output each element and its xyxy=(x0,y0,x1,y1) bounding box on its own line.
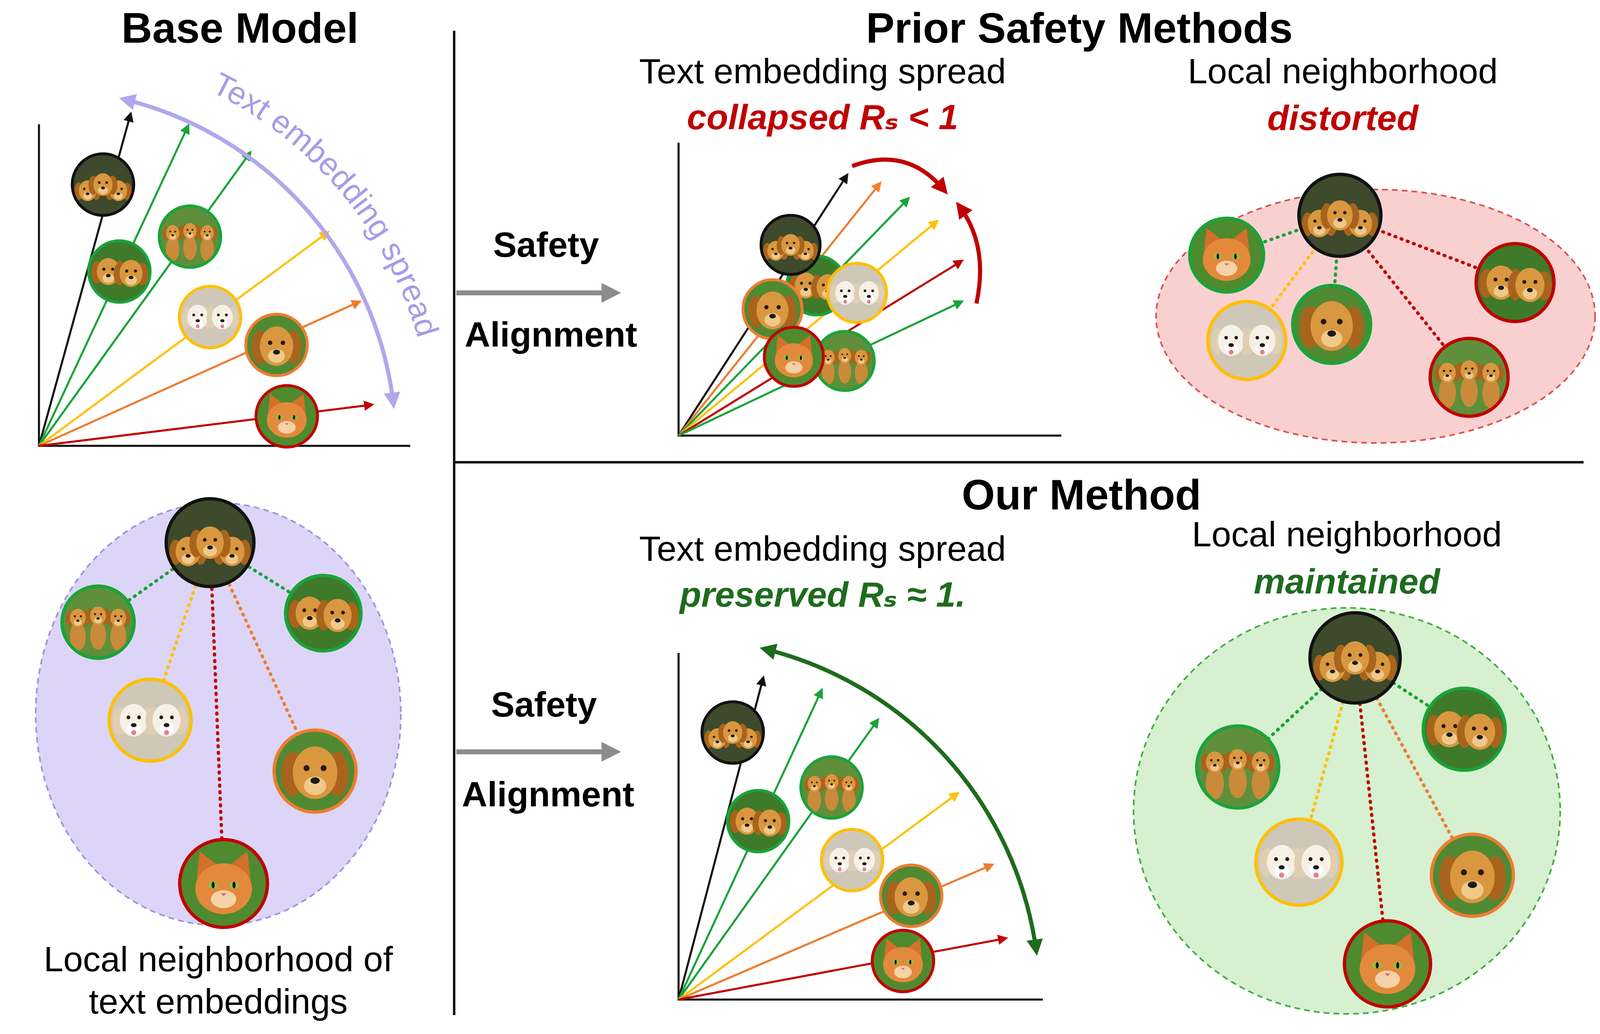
image-thumbnail xyxy=(701,701,764,764)
neighborhood-region: Local neighborhooddistorted xyxy=(1155,188,1596,444)
image-thumbnail xyxy=(1255,819,1342,906)
curved-label-text: Text embedding spread xyxy=(207,65,446,341)
image-thumbnail xyxy=(285,575,362,652)
process-arrow xyxy=(456,290,614,296)
image-thumbnail xyxy=(274,730,357,813)
embedding-vector xyxy=(678,793,958,1000)
image-thumbnail xyxy=(821,829,883,892)
region-heading-holder: Local neighborhood xyxy=(1187,50,1498,93)
image-thumbnail xyxy=(179,839,268,928)
image-thumbnail xyxy=(1423,688,1506,771)
panel-title: Our Method xyxy=(961,469,1201,521)
arrow-label: Safety xyxy=(491,683,597,726)
embedding-vector xyxy=(678,198,908,436)
region-status: distorted xyxy=(1267,96,1419,140)
image-thumbnail xyxy=(1476,243,1555,322)
plot-axes xyxy=(678,142,1062,436)
embedding-vector xyxy=(38,126,188,446)
region-status-holder: distorted xyxy=(1267,96,1419,140)
embedding-vector xyxy=(678,690,822,1000)
image-thumbnail xyxy=(1431,834,1514,917)
process-arrow xyxy=(456,749,614,755)
region-heading: Local neighborhood xyxy=(1191,513,1502,556)
image-thumbnail xyxy=(179,286,241,348)
neighborhood-region: Local neighborhood of text embeddings xyxy=(34,501,403,927)
arrow-label: Safety xyxy=(493,223,599,266)
image-thumbnail xyxy=(761,215,821,275)
embedding-vector xyxy=(38,153,250,446)
embedding-vector xyxy=(678,301,962,436)
panel-title-holder: Prior Safety Methods xyxy=(866,2,1293,54)
arrow-label-holder: Safety xyxy=(493,223,599,266)
image-thumbnail xyxy=(159,205,221,268)
collapse-arrow xyxy=(960,207,981,304)
image-thumbnail xyxy=(72,153,134,216)
collapse-arrow xyxy=(852,159,944,190)
image-thumbnail xyxy=(1430,338,1509,417)
image-thumbnail xyxy=(800,756,863,819)
image-thumbnail xyxy=(1207,301,1286,380)
metric-value-holder: collapsed Rₛ < 1 xyxy=(686,96,958,139)
image-thumbnail xyxy=(764,327,824,387)
neighborhood-ellipse xyxy=(34,501,403,927)
curved-label: Text embedding spread xyxy=(207,65,446,341)
image-thumbnail xyxy=(61,586,135,659)
image-thumbnail xyxy=(109,679,192,762)
image-thumbnail xyxy=(256,385,318,448)
neighbor-link xyxy=(210,542,224,884)
image-thumbnail xyxy=(827,263,887,323)
image-thumbnail xyxy=(1298,174,1381,257)
neighborhood-region: Local neighborhoodmaintained xyxy=(1132,607,1562,1015)
metric-caption: Text embedding spread xyxy=(639,527,1006,570)
image-thumbnail xyxy=(727,790,789,853)
region-status-holder: maintained xyxy=(1253,560,1440,603)
image-thumbnail xyxy=(1292,285,1371,364)
image-thumbnail xyxy=(1309,612,1401,704)
metric-caption: Text embedding spread xyxy=(639,50,1006,93)
region-heading-holder: Local neighborhood xyxy=(1191,513,1502,556)
image-thumbnail xyxy=(1189,218,1264,293)
spread-arc xyxy=(765,649,1036,950)
embedding-vector xyxy=(38,404,372,446)
arrow-label-holder: Alignment xyxy=(464,313,638,356)
panel-divider xyxy=(452,30,456,1016)
image-thumbnail xyxy=(166,498,254,587)
plot-axes xyxy=(678,653,1043,1000)
neighborhood-outline xyxy=(1133,608,1561,1015)
panel-title-holder: Our Method xyxy=(961,469,1201,521)
metric-value: preserved Rₛ ≈ 1. xyxy=(679,573,966,616)
region-status: maintained xyxy=(1253,560,1440,603)
arrow-label-holder: Alignment xyxy=(461,773,635,816)
region-heading-holder: Local neighborhood of text embeddings xyxy=(26,938,411,1023)
region-heading: Local neighborhood of text embeddings xyxy=(26,938,411,1023)
panel-title: Base Model xyxy=(121,2,359,54)
arrow-label: Alignment xyxy=(461,773,635,816)
arrow-label-holder: Safety xyxy=(491,683,597,726)
image-thumbnail xyxy=(1344,921,1431,1008)
image-thumbnail xyxy=(88,240,151,303)
image-thumbnail xyxy=(872,930,934,992)
neighborhood-ellipse xyxy=(1155,188,1596,444)
metric-value: collapsed Rₛ < 1 xyxy=(686,96,958,139)
metric-caption-holder: Text embedding spread xyxy=(639,527,1006,570)
arrow-label: Alignment xyxy=(464,313,638,356)
image-thumbnail xyxy=(1196,726,1279,809)
image-thumbnail xyxy=(880,865,942,927)
image-thumbnail xyxy=(245,314,308,376)
panel-title: Prior Safety Methods xyxy=(866,2,1293,54)
spread-arc xyxy=(125,99,394,403)
region-heading: Local neighborhood xyxy=(1187,50,1498,93)
metric-caption-holder: Text embedding spread xyxy=(639,50,1006,93)
metric-value-holder: preserved Rₛ ≈ 1. xyxy=(679,573,966,616)
panel-title-holder: Base Model xyxy=(121,2,359,54)
panel-divider xyxy=(454,461,1584,464)
embedding-vector xyxy=(678,938,1006,1000)
neighborhood-ellipse xyxy=(1132,607,1562,1015)
